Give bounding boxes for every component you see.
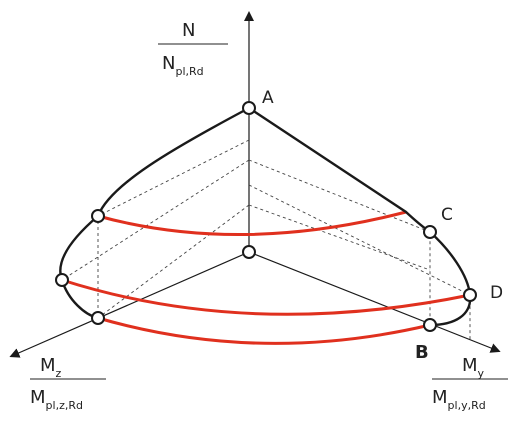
mz-numerator: Mz	[40, 355, 62, 380]
point-left-bottom	[91, 311, 105, 325]
outline-right	[248, 106, 472, 327]
point-a	[242, 101, 256, 115]
n-denominator: Npl,Rd	[162, 53, 204, 78]
point-left-middle	[55, 273, 69, 287]
point-c	[423, 225, 437, 239]
construction-lines	[61, 139, 471, 340]
my-numerator: My	[462, 355, 485, 380]
label-b: B	[415, 342, 429, 363]
mz-axis-label: Mz Mpl,z,Rd	[30, 355, 106, 412]
my-axis-label: My Mpl,y,Rd	[432, 355, 508, 412]
label-d: D	[490, 283, 503, 303]
nodes	[55, 101, 477, 332]
red-curve-top	[97, 210, 407, 236]
red-curve-middle	[61, 278, 471, 316]
outline-curves	[59, 106, 472, 327]
n-numerator: N	[182, 20, 195, 41]
n-axis-label: N Npl,Rd	[158, 20, 228, 78]
point-b	[423, 318, 437, 332]
my-axis-line	[248, 251, 501, 353]
label-a: A	[262, 88, 274, 108]
red-curve-bottom	[97, 316, 431, 345]
outline-left	[59, 106, 250, 320]
mz-axis-line	[9, 251, 250, 358]
point-d	[463, 288, 477, 302]
point-left-top	[91, 209, 105, 223]
label-c: C	[441, 205, 453, 225]
mz-denominator: Mpl,z,Rd	[30, 387, 83, 412]
my-denominator: Mpl,y,Rd	[432, 387, 486, 412]
red-curves	[61, 210, 471, 345]
point-origin	[242, 245, 256, 259]
